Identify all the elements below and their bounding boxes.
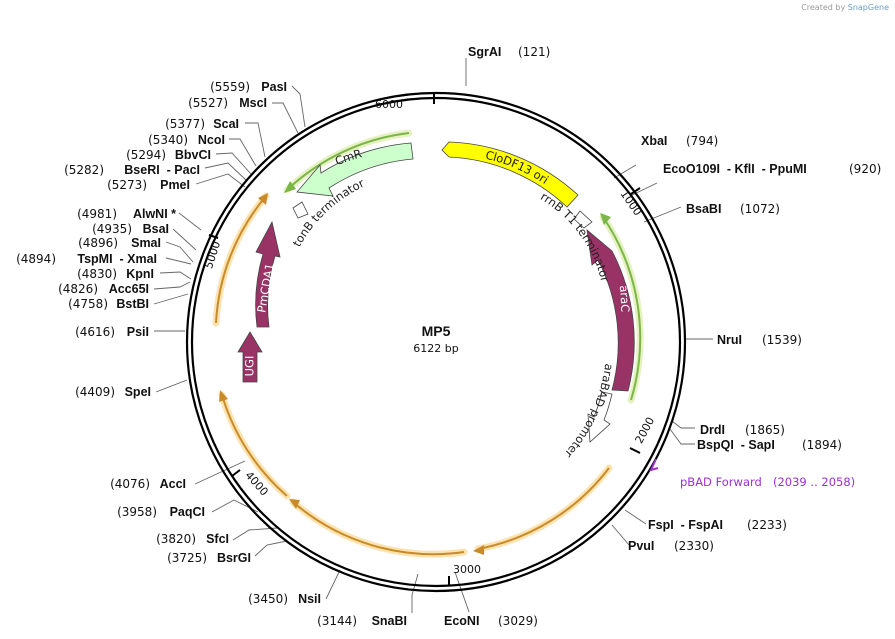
feature-clodf13-ori[interactable] xyxy=(441,141,579,208)
site-position: (3820) xyxy=(156,532,196,546)
site-label[interactable]: PsiI xyxy=(127,325,149,339)
site-position: (5273) xyxy=(107,178,147,192)
feature-cmr[interactable] xyxy=(296,142,414,197)
site-label[interactable]: PvuI xyxy=(628,539,654,553)
site-label[interactable]: BspQI - SapI xyxy=(697,438,775,452)
site-position: (1539) xyxy=(762,333,802,347)
primer-pbad-forward[interactable] xyxy=(649,458,659,472)
snapgene-watermark: Created by SnapGene xyxy=(801,3,889,12)
site-label[interactable]: BbvCI xyxy=(175,148,211,162)
site-position: (2233) xyxy=(747,518,787,532)
site-position: (121) xyxy=(518,45,550,59)
site-label[interactable]: ScaI xyxy=(213,117,239,131)
site-label[interactable]: PasI xyxy=(261,80,287,94)
site-label[interactable]: BsaI xyxy=(143,222,169,236)
feature-arac[interactable] xyxy=(586,229,635,392)
primer-name[interactable]: pBAD Forward xyxy=(680,475,762,489)
site-position: (1894) xyxy=(802,438,842,452)
tick-label-5000: 5000 xyxy=(202,240,223,271)
tick-label-1000: 1000 xyxy=(618,188,645,218)
site-position: (2330) xyxy=(674,539,714,553)
site-label[interactable]: BstBI xyxy=(116,297,149,311)
site-position: (5559) xyxy=(210,80,250,94)
site-label[interactable]: SnaBI xyxy=(372,614,407,628)
plasmid-name: MP5 xyxy=(422,323,451,339)
site-position: (5527) xyxy=(188,96,228,110)
site-position: (3450) xyxy=(248,592,288,606)
site-labels-right[interactable]: SgrAI (121) XbaI (794) EcoO109I - KflI -… xyxy=(444,45,881,628)
site-position: (4894) xyxy=(16,252,56,266)
site-position: (4616) xyxy=(75,325,115,339)
feature-label-arabad-promoter: araBAD promoter xyxy=(562,363,616,461)
site-position: (4758) xyxy=(68,297,108,311)
site-label[interactable]: NcoI xyxy=(198,133,225,147)
site-label[interactable]: SgrAI xyxy=(468,45,501,59)
site-position: (3958) xyxy=(117,505,157,519)
site-position: (4981) xyxy=(77,207,117,221)
site-label[interactable]: EcoO109I - KflI - PpuMI xyxy=(663,162,807,176)
primer-range: (2039 .. 2058) xyxy=(773,475,855,489)
site-label[interactable]: AlwNI * xyxy=(133,207,176,221)
site-position: (4935) xyxy=(92,222,132,236)
feature-rrnb-t1-terminator[interactable] xyxy=(573,210,593,229)
site-position: (3144) xyxy=(317,614,357,628)
feature-label-rrnb-t1-terminator: rrnB T1 terminator xyxy=(538,189,612,283)
tick-label-2000: 2000 xyxy=(633,415,658,446)
site-position: (794) xyxy=(686,134,718,148)
site-label[interactable]: BseRI - PacI xyxy=(124,163,200,177)
site-position: (1072) xyxy=(740,202,780,216)
feature-label-pmcda1: PmCDA1 xyxy=(254,262,276,314)
backbone xyxy=(185,91,687,593)
feature-pmcda1[interactable] xyxy=(255,220,281,328)
site-position: (5294) xyxy=(126,148,166,162)
site-label[interactable]: AccI xyxy=(160,477,186,491)
site-label[interactable]: MscI xyxy=(239,96,267,110)
site-position: (5377) xyxy=(165,117,205,131)
site-label[interactable]: Acc65I xyxy=(109,282,149,296)
site-position: (4409) xyxy=(75,385,115,399)
site-position: (4896) xyxy=(78,236,118,250)
site-leader-lines xyxy=(153,58,713,613)
orf-arcs xyxy=(212,129,644,558)
site-label[interactable]: NsiI xyxy=(298,592,321,606)
site-position: (3029) xyxy=(498,614,538,628)
tick-label-3000: 3000 xyxy=(453,563,481,576)
site-label[interactable]: NruI xyxy=(717,333,742,347)
tick-marks xyxy=(208,94,641,586)
site-position: (3725) xyxy=(167,551,207,565)
site-labels-left[interactable]: SnaBI (3144) NsiI (3450) BsrGI (3725) Sf… xyxy=(16,80,407,628)
site-label[interactable]: TspMI - XmaI xyxy=(77,252,157,266)
site-label[interactable]: SpeI xyxy=(125,385,151,399)
tick-label-6000: 6000 xyxy=(375,98,403,111)
site-position: (5340) xyxy=(148,133,188,147)
feature-arabad-promoter[interactable] xyxy=(587,391,613,443)
primer-label[interactable]: pBAD Forward (2039 .. 2058) xyxy=(680,475,855,489)
site-label[interactable]: SfcI xyxy=(206,532,229,546)
site-label[interactable]: EcoNI xyxy=(444,614,479,628)
site-position: (920) xyxy=(849,162,881,176)
site-position: (1865) xyxy=(745,423,785,437)
site-position: (5282) xyxy=(64,163,104,177)
site-label[interactable]: BsrGI xyxy=(217,551,251,565)
feature-label-clodf13-ori: CloDF13 ori xyxy=(484,148,551,187)
plasmid-size: 6122 bp xyxy=(413,342,458,355)
feature-tonb-terminator[interactable] xyxy=(292,201,309,219)
watermark-brand: SnapGene xyxy=(847,3,889,12)
site-label[interactable]: SmaI xyxy=(131,236,161,250)
site-label[interactable]: XbaI xyxy=(641,134,667,148)
feature-label-arac: araC xyxy=(617,284,633,312)
site-position: (4076) xyxy=(110,477,150,491)
site-label[interactable]: PmeI xyxy=(160,178,190,192)
site-label[interactable]: DrdI xyxy=(700,423,725,437)
site-position: (4826) xyxy=(58,282,98,296)
feature-ugi[interactable] xyxy=(237,331,263,383)
site-position: (4830) xyxy=(77,267,117,281)
watermark-prefix: Created by xyxy=(801,3,846,12)
site-label[interactable]: BsaBI xyxy=(686,202,721,216)
site-label[interactable]: KpnI xyxy=(126,267,154,281)
site-label[interactable]: FspI - FspAI xyxy=(648,518,723,532)
site-label[interactable]: PaqCI xyxy=(170,505,205,519)
feature-label-ugi: UGI xyxy=(243,356,257,377)
